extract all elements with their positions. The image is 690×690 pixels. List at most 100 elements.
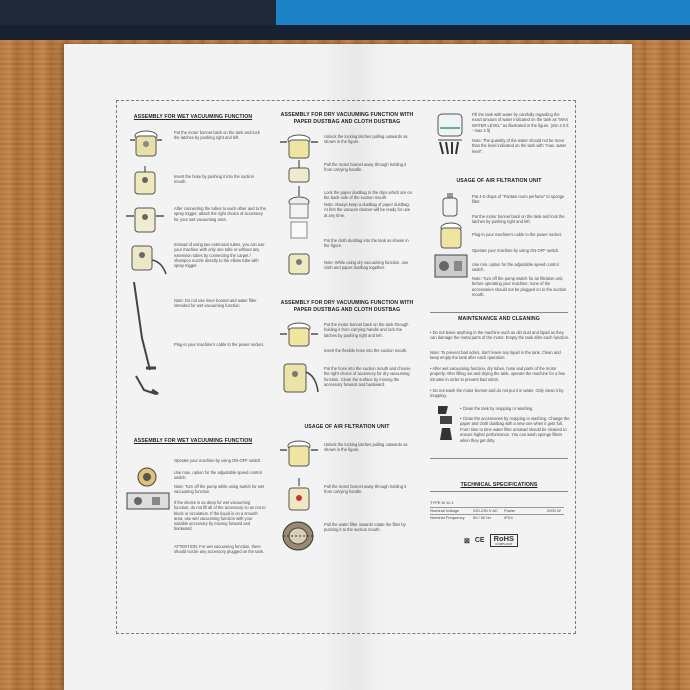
rohs-sublabel: COMPLIANT — [495, 542, 513, 546]
note-text: Note: While using dry vacuuming function… — [324, 260, 409, 271]
section-heading: USAGE OF AIR FILTRATION UNIT — [304, 424, 390, 430]
instruction-leaflet: ASSEMBLY FOR WET VACUUMING FUNCTION Put … — [64, 44, 632, 690]
step-text: Pull the motor bonnet away through holdi… — [324, 484, 407, 495]
note-text: Note: Always keep a dustbag of paper dus… — [324, 202, 411, 218]
control-panel-figure — [126, 492, 170, 515]
step-text: Unlock the locking latches pulling outwa… — [324, 442, 408, 453]
perfume-bottle-figure — [440, 192, 460, 223]
step-text: Pull the motor bonnet away through holdi… — [324, 162, 407, 173]
section-heading: MAINTENANCE AND CLEANING — [458, 316, 540, 322]
maintenance-item: After wet vacuuming function, dry tubes,… — [430, 366, 565, 382]
ce-mark-icon: CE — [474, 537, 485, 544]
dashed-border — [116, 100, 576, 634]
maintenance-item: Do not wash the motor bonnet and do not … — [430, 388, 564, 399]
cleaning-figure — [434, 402, 460, 447]
note-text: Note: Turn off the pump while using swit… — [174, 484, 265, 495]
attention-text: ATTENTION: For wet vacuuming function, t… — [174, 544, 265, 555]
vacuum-figure — [282, 250, 316, 281]
step-text: Put the hose into the suction mouth and … — [324, 366, 411, 387]
tank-figure — [434, 112, 466, 163]
spec-table: TYPE M 11-1 Nominal Voltage 220-230 V AC… — [430, 500, 570, 521]
spec-label: Nominal Frequency — [430, 514, 473, 521]
step-text: Put the motor bonnet back on the tank an… — [174, 130, 260, 141]
note-text: Note: To prevent bad odors, don't leave … — [430, 350, 570, 361]
rohs-label: RoHS — [493, 534, 515, 543]
note-text: Note: Turn off the pump switch for air f… — [472, 276, 567, 297]
spec-value: 220-230 V AC — [473, 507, 504, 515]
section-wet-usage: ASSEMBLY FOR WET VACUUMING FUNCTION — [116, 438, 270, 445]
spec-value: 50 / 60 Hz — [473, 514, 504, 521]
section-heading: ASSEMBLY FOR DRY VACUUMING FUNCTION WITH… — [280, 300, 414, 313]
maintenance-note: Note: To prevent bad odors, don't leave … — [430, 350, 561, 361]
section-air-filtration: USAGE OF AIR FILTRATION UNIT — [274, 424, 420, 431]
divider — [430, 491, 568, 492]
step-text: After connecting the tubes to each other… — [174, 206, 266, 222]
laptop-screen — [276, 0, 690, 25]
divider — [430, 458, 568, 459]
step-text: Fill the tank with water by carefully re… — [472, 112, 569, 133]
vacuum-figure — [434, 220, 468, 255]
vacuum-figure — [130, 166, 160, 203]
laptop-bezel — [0, 0, 276, 25]
bullet-text: • Do not leave anything in the machine s… — [430, 330, 570, 341]
note-text: Note: The quantity of the water should n… — [472, 138, 567, 154]
bullet-text: • Clean the tank by mopping or washing. — [460, 406, 534, 411]
section-dry-assembly: ASSEMBLY FOR DRY VACUUMING FUNCTION WITH… — [274, 112, 420, 126]
spec-value: IPX4 — [504, 514, 547, 521]
extension-tube-figure — [126, 278, 166, 413]
section-wet-assembly: ASSEMBLY FOR WET VACUUMING FUNCTION — [116, 114, 270, 121]
step-text: Insert the flexible hose into the suctio… — [324, 348, 408, 353]
laptop-edge — [0, 0, 690, 40]
step-text: Pull the water filter inwards rotate the… — [324, 522, 406, 533]
bullet-text: • Clean the accessories by mopping or wa… — [460, 416, 570, 443]
step-text: Insert the hose by pushing it into the s… — [174, 174, 254, 185]
spec-value: 2000 W — [547, 507, 564, 515]
step-text: If the device is as deep for wet vacuumi… — [174, 500, 266, 532]
section-dry-assembly-2: ASSEMBLY FOR DRY VACUUMING FUNCTION WITH… — [274, 300, 420, 314]
switch-knob-figure — [136, 466, 158, 493]
dustbag-figure — [282, 186, 316, 247]
section-heading: ASSEMBLY FOR WET VACUUMING FUNCTION — [133, 438, 253, 444]
step-text: Use min. option for the adjustable speed… — [472, 262, 559, 273]
control-panel-figure — [434, 254, 468, 283]
section-heading: TECHNICAL SPECIFICATIONS — [460, 482, 538, 488]
vacuum-figure — [280, 320, 318, 353]
step-text: Operate your machine by using ON-OFF swi… — [472, 248, 560, 253]
vacuum-figure — [280, 438, 318, 473]
vacuum-figure — [126, 202, 164, 241]
step-text: Use max. option for the adjustable speed… — [174, 470, 262, 481]
recycle-bin-icon: ⊠ — [464, 537, 470, 545]
step-text: Put the motor bonnet back on the tank an… — [472, 214, 565, 225]
step-text: Operate your machine by using ON-OFF swi… — [174, 458, 262, 463]
section-air-filtration-2: USAGE OF AIR FILTRATION UNIT — [424, 178, 574, 185]
spec-label: Nominal Voltage — [430, 507, 473, 515]
divider — [430, 312, 568, 313]
vacuum-figure — [128, 128, 164, 167]
step-text: Put the motor bonnet back on the tank th… — [324, 322, 409, 338]
vacuum-figure — [280, 132, 318, 165]
section-technical-specs: TECHNICAL SPECIFICATIONS — [424, 482, 574, 489]
step-text: Instead of using two extension tubes, yo… — [174, 242, 265, 269]
spec-label: Power — [504, 507, 547, 515]
section-heading: USAGE OF AIR FILTRATION UNIT — [456, 178, 542, 184]
vacuum-figure — [282, 160, 316, 189]
section-heading: ASSEMBLY FOR WET VACUUMING FUNCTION — [133, 114, 253, 120]
column-2: ASSEMBLY FOR DRY VACUUMING FUNCTION WITH… — [274, 102, 420, 632]
step-text: Lock the paper dustbag to the clips whic… — [324, 190, 412, 201]
note-text: Note: Do not use inner bonnet and water … — [174, 298, 257, 309]
step-text: Put 4-5 drops of "Fantasi room perfume" … — [472, 194, 565, 205]
step-text: Plug-in your machine's cable to the powe… — [472, 232, 562, 237]
vacuum-figure — [126, 240, 168, 281]
water-filter-figure — [280, 520, 316, 557]
step-text: Plug-in your machine's cable to the powe… — [174, 342, 264, 347]
bullet-text: • Do not wash the motor bonnet and do no… — [430, 388, 564, 399]
vacuum-figure — [282, 478, 316, 517]
maintenance-item: Clean the accessories by mopping or wash… — [460, 416, 570, 443]
column-3: Fill the tank with water by carefully re… — [424, 102, 574, 632]
section-maintenance: MAINTENANCE AND CLEANING — [424, 316, 574, 323]
step-text: Put the cloth dustbag into the tank as s… — [324, 238, 409, 249]
vacuum-figure — [280, 358, 320, 401]
section-heading: ASSEMBLY FOR DRY VACUUMING FUNCTION WITH… — [280, 112, 414, 125]
